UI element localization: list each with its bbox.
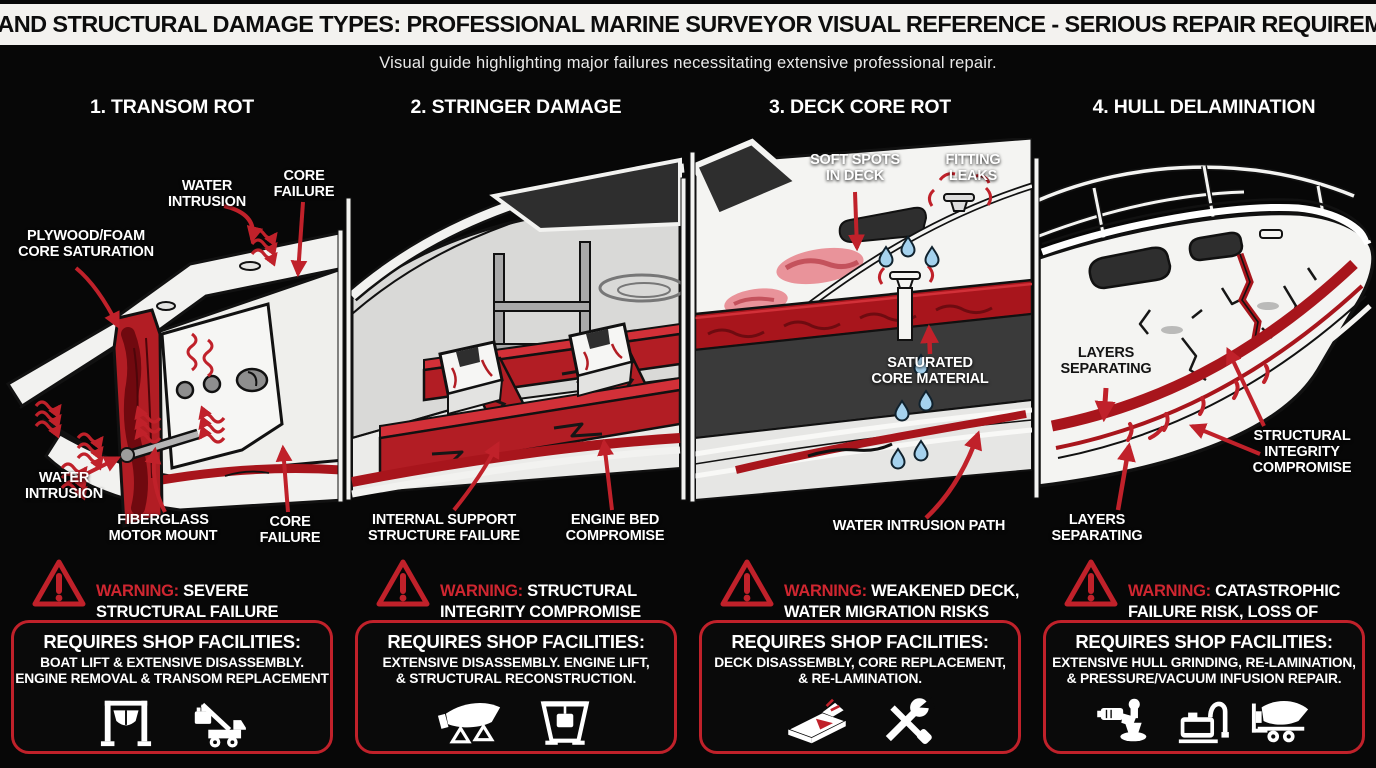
crossed-tools-icon bbox=[885, 696, 935, 744]
callout-internal-support-structure-failure: INTERNAL SUPPORT STRUCTURE FAILURE bbox=[367, 512, 521, 545]
callout-saturated-core-material: SATURATED CORE MATERIAL bbox=[871, 355, 989, 388]
callout-water-intrusion-bottom: WATER INTRUSION bbox=[25, 470, 103, 503]
warning-row: WARNING: WEAKENED DECK, WATER MIGRATION … bbox=[688, 556, 1032, 621]
shop-body: EXTENSIVE HULL GRINDING, RE-LAMINATION, … bbox=[1052, 655, 1356, 687]
engine-hoist-icon bbox=[540, 700, 590, 745]
shop-facilities-box: REQUIRES SHOP FACILITIES: DECK DISASSEMB… bbox=[699, 620, 1021, 754]
warning-triangle-icon bbox=[1064, 559, 1118, 607]
shop-icons bbox=[1046, 695, 1362, 745]
shop-facilities-box: REQUIRES SHOP FACILITIES: BOAT LIFT & EX… bbox=[11, 620, 333, 754]
panel-heading: 2. STRINGER DAMAGE bbox=[410, 96, 622, 118]
callout-layers-separating-bottom: LAYERS SEPARATING bbox=[1051, 512, 1143, 545]
title-bar: HULL AND STRUCTURAL DAMAGE TYPES: PROFES… bbox=[0, 4, 1376, 45]
warning-prefix: WARNING: bbox=[96, 582, 179, 601]
boat-transport-icon bbox=[1251, 700, 1309, 742]
warning-text: WARNING: STRUCTURAL INTEGRITY COMPROMISE bbox=[440, 561, 686, 622]
panel-heading: 4. HULL DELAMINATION bbox=[1092, 96, 1316, 118]
callout-core-failure-bottom: CORE FAILURE bbox=[259, 514, 321, 547]
warning-row: WARNING: SEVERE STRUCTURAL FAILURE bbox=[0, 556, 344, 621]
warning-prefix: WARNING: bbox=[440, 582, 523, 601]
deck-peel-icon bbox=[786, 698, 848, 743]
callout-plywood-foam-core-saturation: PLYWOOD/FOAM CORE SATURATION bbox=[18, 228, 154, 261]
panel-hull-delamination: 4. HULL DELAMINATION bbox=[1032, 88, 1376, 764]
callout-water-intrusion-path: WATER INTRUSION PATH bbox=[832, 518, 1006, 534]
warning-prefix: WARNING: bbox=[1128, 582, 1211, 601]
shop-title: REQUIRES SHOP FACILITIES: bbox=[43, 631, 301, 652]
callout-fiberglass-motor-mount: FIBERGLASS MOTOR MOUNT bbox=[108, 512, 218, 545]
warning-body: STRUCTURAL INTEGRITY COMPROMISE bbox=[440, 582, 641, 621]
shop-title: REQUIRES SHOP FACILITIES: bbox=[387, 631, 645, 652]
engine-crane-icon bbox=[194, 702, 246, 748]
boat-on-stands-icon bbox=[437, 702, 501, 743]
stringer-damage-illustration bbox=[345, 157, 687, 512]
shop-icons bbox=[358, 695, 674, 747]
page-title: HULL AND STRUCTURAL DAMAGE TYPES: PROFES… bbox=[0, 11, 1376, 37]
panel-stringer-damage: 2. STRINGER DAMAGE bbox=[344, 88, 688, 764]
page-subtitle: Visual guide highlighting major failures… bbox=[379, 54, 997, 72]
callout-core-failure-top: CORE FAILURE bbox=[273, 168, 335, 201]
shop-body: EXTENSIVE DISASSEMBLY. ENGINE LIFT, & ST… bbox=[382, 655, 650, 687]
warning-triangle-icon bbox=[376, 559, 430, 607]
boat-lift-icon bbox=[100, 700, 152, 746]
warning-prefix: WARNING: bbox=[784, 582, 867, 601]
shop-title: REQUIRES SHOP FACILITIES: bbox=[1075, 631, 1333, 652]
shop-title: REQUIRES SHOP FACILITIES: bbox=[731, 631, 989, 652]
callout-engine-bed-compromise: ENGINE BED COMPROMISE bbox=[565, 512, 665, 545]
shop-facilities-box: REQUIRES SHOP FACILITIES: EXTENSIVE DISA… bbox=[355, 620, 677, 754]
deck-core-rot-illustration bbox=[689, 138, 1032, 520]
warning-row: WARNING: STRUCTURAL INTEGRITY COMPROMISE bbox=[344, 556, 688, 621]
warning-body: WEAKENED DECK, WATER MIGRATION RISKS bbox=[784, 582, 1020, 621]
callout-layers-separating-top: LAYERS SEPARATING bbox=[1060, 345, 1152, 378]
callout-structural-integrity-compromise: STRUCTURAL INTEGRITY COMPROMISE bbox=[1252, 428, 1352, 477]
panel-transom-rot: 1. TRANSOM ROT bbox=[0, 88, 344, 764]
hull-delamination-illustration bbox=[1033, 157, 1375, 511]
warning-body: SEVERE STRUCTURAL FAILURE bbox=[96, 582, 279, 621]
grinder-icon bbox=[1097, 698, 1147, 741]
shop-icons bbox=[14, 695, 330, 749]
callout-soft-spots-in-deck: SOFT SPOTS IN DECK bbox=[810, 152, 900, 185]
panel-heading: 3. DECK CORE ROT bbox=[768, 96, 952, 118]
shop-facilities-box: REQUIRES SHOP FACILITIES: EXTENSIVE HULL… bbox=[1043, 620, 1365, 754]
shop-body: DECK DISASSEMBLY, CORE REPLACEMENT, & RE… bbox=[714, 655, 1006, 687]
shop-body: BOAT LIFT & EXTENSIVE DISASSEMBLY. ENGIN… bbox=[15, 655, 329, 687]
panel-heading: 1. TRANSOM ROT bbox=[89, 96, 255, 118]
warning-triangle-icon bbox=[32, 559, 86, 607]
panel-deck-core-rot: 3. DECK CORE ROT bbox=[688, 88, 1032, 764]
callout-water-intrusion-top: WATER INTRUSION bbox=[168, 178, 246, 211]
warning-triangle-icon bbox=[720, 559, 774, 607]
warning-text: WARNING: WEAKENED DECK, WATER MIGRATION … bbox=[784, 561, 1030, 622]
transom-rot-illustration bbox=[5, 201, 344, 528]
warning-text: WARNING: SEVERE STRUCTURAL FAILURE bbox=[96, 561, 342, 622]
vacuum-pump-icon bbox=[1178, 701, 1229, 743]
warning-row: WARNING: CATASTROPHIC FAILURE RISK, LOSS… bbox=[1032, 556, 1376, 641]
shop-icons bbox=[702, 695, 1018, 747]
callout-fitting-leaks: FITTING LEAKS bbox=[945, 152, 1001, 185]
